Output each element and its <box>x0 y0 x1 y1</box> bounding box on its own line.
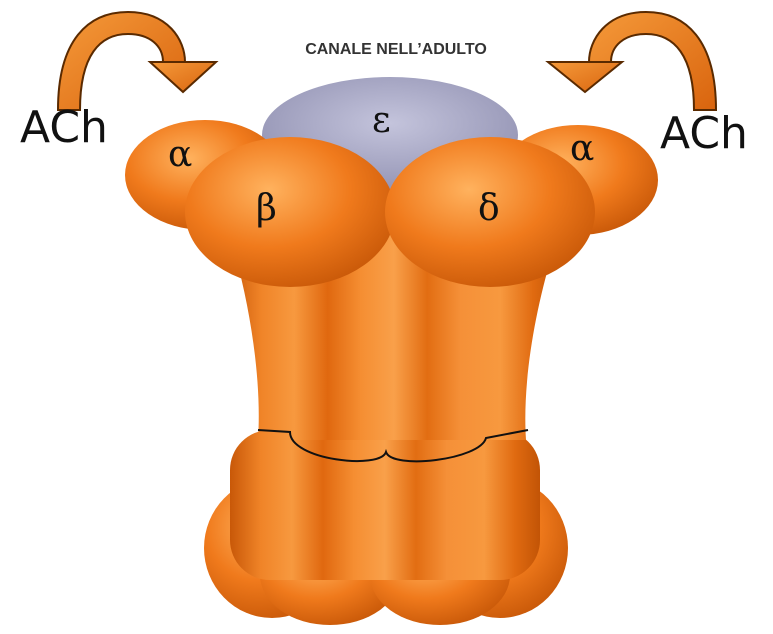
subunit-label-delta: δ <box>478 188 500 229</box>
ach-label-left: ACh <box>20 102 108 153</box>
beta-subunit <box>185 137 395 287</box>
subunit-label-alpha-right: α <box>570 128 594 169</box>
diagram-title: CANALE NELL’ADULTO <box>305 41 487 58</box>
subunit-label-alpha-left: α <box>168 134 192 175</box>
subunit-label-beta: β <box>256 188 277 229</box>
receptor-lower-body <box>204 430 568 625</box>
curved-arrow-right-icon <box>548 12 716 110</box>
ach-label-right: ACh <box>660 108 748 159</box>
curved-arrow-left-icon <box>58 12 216 110</box>
subunit-label-epsilon: ε <box>372 100 391 141</box>
